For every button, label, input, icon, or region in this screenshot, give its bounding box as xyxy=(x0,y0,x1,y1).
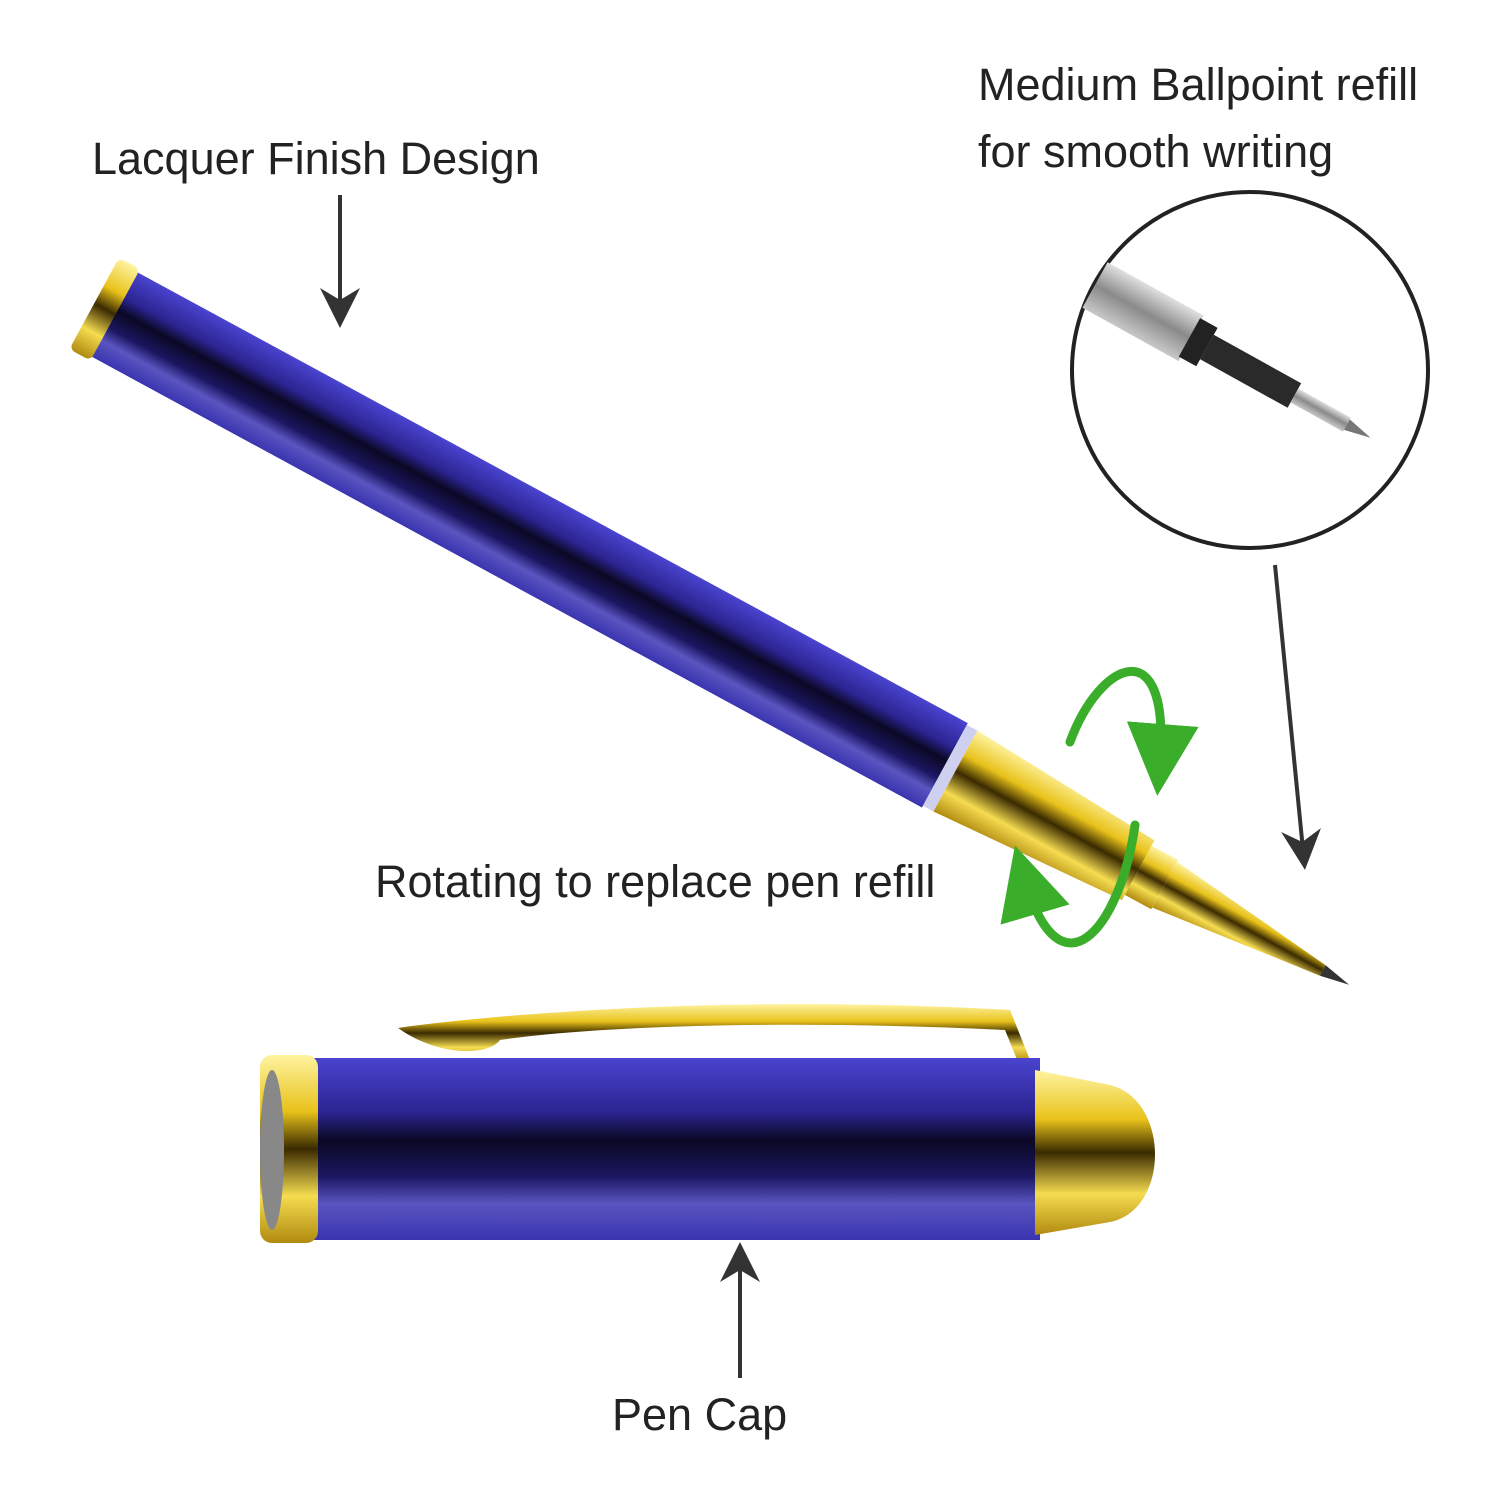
barrel-end-ring xyxy=(71,259,138,359)
cap-label: Pen Cap xyxy=(612,1389,787,1440)
pen-nib xyxy=(1319,965,1350,985)
refill-detail-circle xyxy=(1070,190,1430,550)
rotation-arrows-icon xyxy=(1000,667,1199,948)
pen-barrel xyxy=(71,259,1350,985)
refill-label-line2: for smooth writing xyxy=(978,126,1333,177)
cap-clip xyxy=(398,1004,1030,1062)
pen-tip-cone xyxy=(1152,861,1326,976)
rotating-label: Rotating to replace pen refill xyxy=(375,856,935,907)
cap-finial xyxy=(1035,1070,1155,1235)
refill-arrow-icon xyxy=(1273,564,1321,870)
refill-label-line1: Medium Ballpoint refill xyxy=(978,59,1418,110)
lacquer-label: Lacquer Finish Design xyxy=(92,133,540,184)
grip-section xyxy=(933,730,1155,901)
pen-cap xyxy=(260,1004,1155,1243)
